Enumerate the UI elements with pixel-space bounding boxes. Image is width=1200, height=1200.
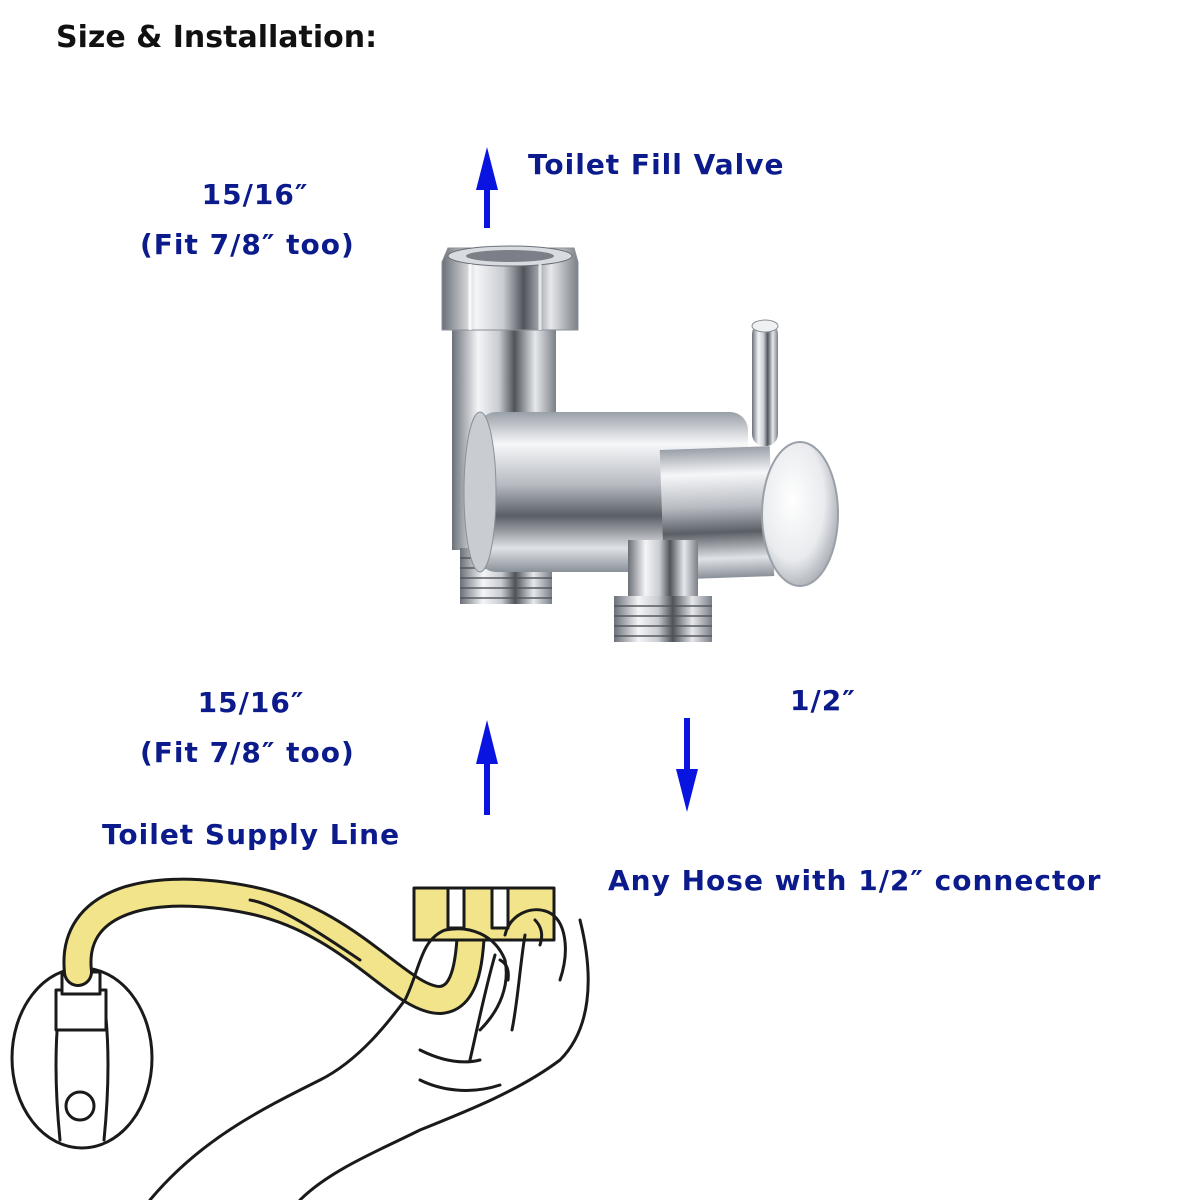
arrow-down-icon [676,718,698,812]
label-bottom-size: 15/16″ [197,686,305,719]
hand-with-hose-illustration [10,877,590,1200]
page-heading: Size & Installation: [56,20,378,55]
label-top-fit: (Fit 7/8″ too) [140,228,355,261]
label-toilet-fill-valve: Toilet Fill Valve [528,148,785,181]
arrow-up-icon [476,720,498,815]
arrow-up-icon [476,147,498,228]
label-top-size: 15/16″ [201,178,309,211]
label-bottom-fit: (Fit 7/8″ too) [140,736,355,769]
label-toilet-supply-line: Toilet Supply Line [102,818,401,851]
label-half-inch: 1/2″ [790,684,856,717]
t-valve-illustration [441,245,839,642]
label-any-hose: Any Hose with 1/2″ connector [608,864,1102,897]
